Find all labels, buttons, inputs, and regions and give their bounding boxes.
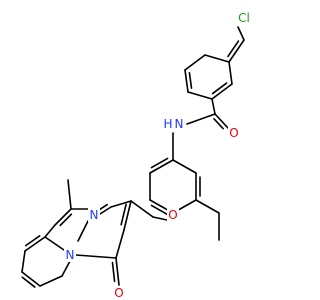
bond-25: [77, 220, 89, 242]
atom-amide-hydrogen: H: [163, 116, 173, 131]
bond-31-second-line: [24, 235, 41, 247]
bond-4: [187, 91, 213, 100]
atom-label-n-ring: N: [90, 208, 99, 222]
bond-18: [195, 199, 220, 214]
atom-label-n-amide: N: [175, 117, 184, 131]
atom-amide-oxygen: O: [228, 125, 240, 140]
bond-12-second-line: [150, 157, 169, 169]
bond-7: [204, 54, 230, 63]
atom-label-n-bridgehead: N: [66, 248, 75, 262]
bond-14-second-line: [150, 204, 169, 216]
bond-3-second-line: [211, 82, 228, 95]
bond-3: [211, 83, 233, 100]
atom-label-o-amide: O: [229, 126, 238, 140]
atom-chlorine: Cl: [235, 10, 253, 25]
bond-1: [228, 39, 245, 63]
bond-31: [24, 236, 46, 252]
bond-32: [21, 250, 26, 273]
bond-23: [110, 200, 132, 208]
atom-pyrimidine-nitrogen: N: [88, 207, 100, 222]
bond-33-second-line: [21, 276, 36, 288]
bond-12: [149, 159, 174, 174]
atom-bridgehead-nitrogen: N: [64, 247, 76, 262]
bond-30: [44, 236, 65, 251]
bond-5-second-line: [188, 71, 193, 89]
bond-22: [130, 200, 154, 218]
bond-35: [61, 260, 71, 277]
bonds: [21, 26, 245, 288]
bond-26-second-line: [120, 203, 127, 226]
atom-labels: Cl O N H O N N O: [64, 10, 253, 300]
atom-label-o-ketone: O: [114, 286, 123, 300]
bond-9-second-line: [213, 118, 224, 130]
bond-24: [99, 206, 112, 215]
atom-ether-oxygen: O: [167, 207, 179, 222]
atom-amide-nitrogen: N: [173, 116, 185, 131]
bond-0: [237, 26, 245, 41]
bond-37: [54, 208, 72, 226]
bond-27: [115, 229, 125, 259]
bond-28: [75, 254, 117, 259]
bond-17: [172, 159, 197, 174]
bond-2: [228, 61, 233, 85]
bond-10: [186, 113, 216, 125]
atom-ketone-oxygen: O: [113, 286, 125, 300]
chemical-structure-diagram: Cl O N H O N N O: [21, 10, 253, 300]
bond-29-second-line: [111, 261, 116, 283]
bond-39: [67, 179, 72, 210]
bond-34: [39, 275, 63, 287]
bond-1-second-line: [227, 40, 240, 58]
bond-26: [123, 200, 132, 231]
bond-6: [184, 54, 206, 71]
bond-9: [214, 113, 229, 129]
bond-29: [115, 257, 120, 286]
atom-label-o-ether: O: [168, 208, 177, 222]
bond-5: [184, 69, 189, 93]
bond-36: [44, 224, 56, 238]
bond-24-second-line: [98, 203, 109, 211]
bond-21: [152, 216, 168, 221]
bond-37-second-line: [59, 213, 73, 227]
bond-33: [21, 271, 41, 287]
bond-8: [211, 98, 216, 115]
atom-label-cl: Cl: [238, 11, 250, 25]
atom-label-h-amide: H: [163, 117, 172, 131]
